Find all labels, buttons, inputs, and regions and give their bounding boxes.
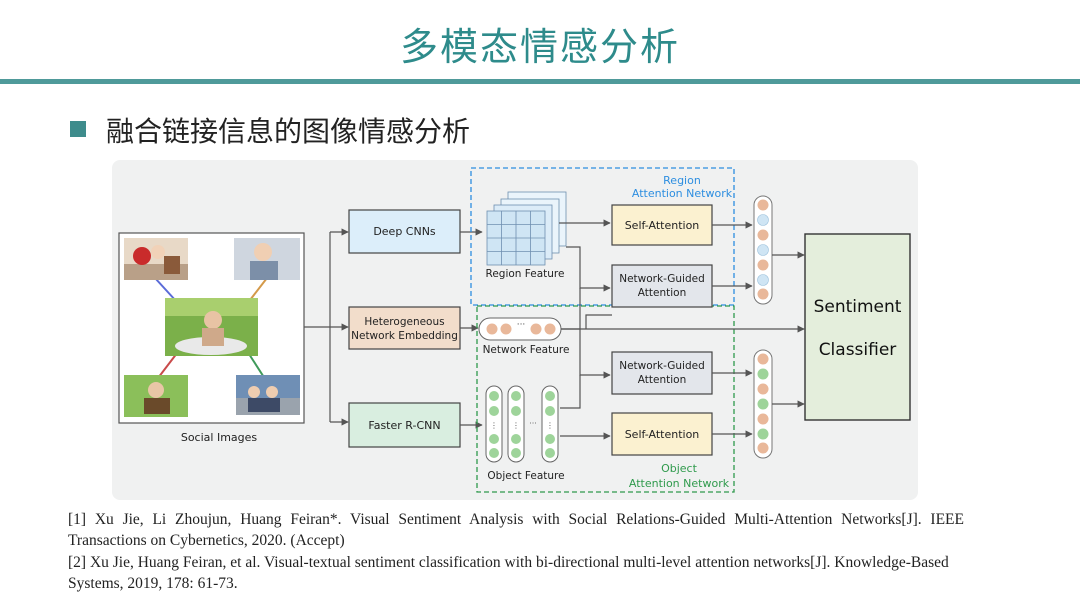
social-photo-christmas xyxy=(124,238,188,280)
social-images-collage xyxy=(118,232,305,424)
network-feature-label: Network Feature xyxy=(483,344,570,356)
deep-cnns-box: Deep CNNs xyxy=(348,209,461,254)
object-network-guided-attention-box: Network-Guided Attention xyxy=(611,351,713,395)
sentiment-classifier-label-2: Classifier xyxy=(819,340,897,360)
region-network-guided-label-2: Attention xyxy=(638,287,686,299)
social-photo-reading xyxy=(124,375,188,417)
social-photo-center xyxy=(165,298,258,356)
object-feature-columns: ⋮ ⋮ ··· ⋮ xyxy=(485,385,559,463)
sentiment-classifier-label-1: Sentiment xyxy=(814,297,902,317)
object-network-guided-label-2: Attention xyxy=(638,374,686,386)
faster-rcnn-box: Faster R-CNN xyxy=(348,402,461,448)
social-photo-baby xyxy=(234,238,300,280)
sentiment-classifier-box: Sentiment Classifier xyxy=(804,233,911,421)
object-col2-vdots: ⋮ xyxy=(512,421,520,430)
object-columns-ellipsis: ··· xyxy=(529,419,537,428)
slide-title: 多模态情感分析 xyxy=(399,25,680,69)
object-self-attention-label: Self-Attention xyxy=(625,428,700,441)
architecture-diagram: Social Images Deep CNNs Heterogeneous Ne… xyxy=(112,160,918,500)
slide-subtitle: 融合链接信息的图像情感分析 xyxy=(106,115,471,148)
object-output-vector xyxy=(753,349,773,459)
faster-rcnn-label: Faster R-CNN xyxy=(368,419,440,432)
network-feature-vector: ··· xyxy=(478,317,562,341)
object-col3-vdots: ⋮ xyxy=(546,421,554,430)
architecture-diagram-svg: Social Images Deep CNNs Heterogeneous Ne… xyxy=(118,167,911,493)
region-output-vector xyxy=(753,195,773,305)
object-col1-vdots: ⋮ xyxy=(490,421,498,430)
region-feature-label: Region Feature xyxy=(486,268,565,280)
reference-1: [1] Xu Jie, Li Zhoujun, Huang Feiran*. V… xyxy=(68,511,964,549)
object-feature-label: Object Feature xyxy=(487,470,564,482)
title-divider xyxy=(0,79,1080,84)
region-feature-grid-icon xyxy=(486,191,567,266)
object-attention-network-boundary xyxy=(476,305,735,493)
network-feature-ellipsis: ··· xyxy=(517,320,526,330)
object-network-label-1: Object xyxy=(661,462,698,475)
bullet-square-icon xyxy=(70,121,86,137)
reference-2: [2] Xu Jie, Huang Feiran, et al. Visual-… xyxy=(68,554,949,592)
region-network-label-1: Region xyxy=(663,174,701,187)
region-attention-network-boundary xyxy=(470,167,735,306)
object-network-guided-label-1: Network-Guided xyxy=(619,360,705,372)
social-photo-kids xyxy=(236,375,300,415)
region-self-attention-label: Self-Attention xyxy=(625,219,700,232)
region-network-label-2: Attention Network xyxy=(632,187,733,200)
network-embedding-box: Heterogeneous Network Embedding xyxy=(348,306,461,350)
deep-cnns-label: Deep CNNs xyxy=(373,225,436,238)
region-network-guided-label-1: Network-Guided xyxy=(619,273,705,285)
object-network-label-2: Attention Network xyxy=(629,477,730,490)
social-images-label: Social Images xyxy=(181,431,258,444)
region-self-attention-box: Self-Attention xyxy=(611,204,713,246)
region-network-guided-attention-box: Network-Guided Attention xyxy=(611,264,713,308)
object-self-attention-box: Self-Attention xyxy=(611,412,713,456)
network-embedding-label-1: Heterogeneous xyxy=(364,316,444,328)
network-embedding-label-2: Network Embedding xyxy=(351,330,458,342)
